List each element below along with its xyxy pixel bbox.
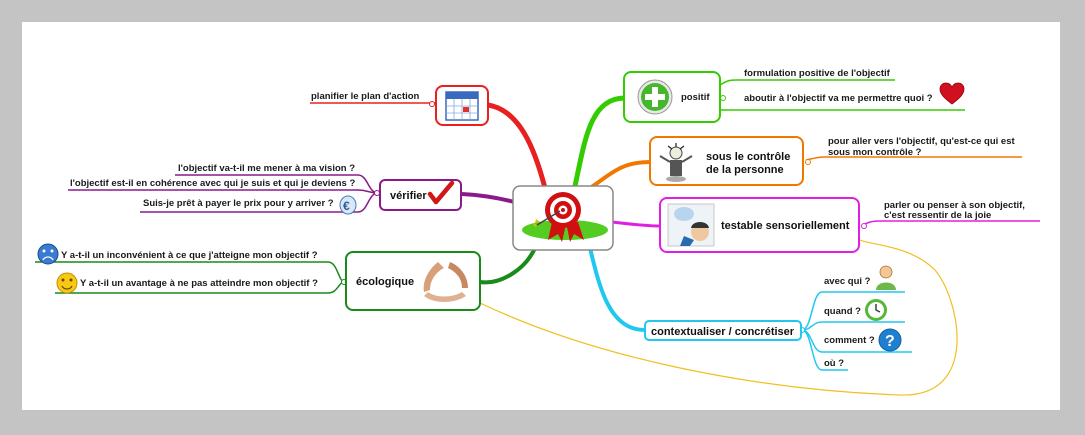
verifier-child-3[interactable]: Suis-je prêt à payer le prix pour y arri… [143,198,334,209]
calendar-icon [445,91,479,121]
node-positif[interactable]: positif [623,71,721,123]
connector-sensoriel [611,220,661,228]
positif-child-1[interactable]: formulation positive de l'objectif [744,68,891,79]
question-icon: ? [878,328,902,352]
target-rosette-icon [522,192,608,242]
thinking-person-icon [667,203,715,247]
verifier-child-1[interactable]: l'objectif va-t-il me mener à ma vision … [178,163,355,174]
planifier-label[interactable]: planifier le plan d'action [311,91,420,102]
contexte-child-4[interactable]: où ? [824,358,844,369]
node-controle-label-2: de la personne [706,164,784,176]
ecologique-child-2[interactable]: Y a-t-il un avantage à ne pas atteindre … [80,278,318,289]
verifier-child-2[interactable]: l'objectif est-il en cohérence avec qui … [70,178,355,189]
green-plus-icon [637,79,673,115]
sensoriel-child-line-1[interactable]: parler ou penser à son objectif, [884,200,1025,211]
joined-hands-icon [423,262,468,302]
checkmark-icon [427,180,455,205]
node-controle-label-1: sous le contrôle [706,151,790,163]
controle-child-line-1[interactable]: pour aller vers l'objectif, qu'est-ce qu… [828,136,1015,147]
node-contexte-label: contextualiser / concrétiser [651,326,795,338]
contexte-child-1[interactable]: avec qui ? [824,276,871,287]
connector-ecologique [479,247,537,285]
sensoriel-child-line-2[interactable]: c'est ressentir de la joie [884,210,991,221]
contexte-child-2[interactable]: quand ? [824,306,861,317]
mindmap-canvas: positif formulation positive de l'object… [22,22,1060,410]
center-node[interactable] [512,185,614,251]
contexte-child-3[interactable]: comment ? [824,335,875,346]
node-positif-label: positif [681,92,710,103]
connector-verifier [461,192,519,205]
connector-contexte [588,247,646,332]
connector-planifier [487,102,548,189]
heart-icon [939,82,965,105]
node-ecologique[interactable]: écologique [345,251,481,311]
cross-link [479,239,958,396]
node-contexte[interactable]: contextualiser / concrétiser [644,320,802,341]
mindmap-diagram: positif formulation positive de l'object… [35,68,1040,396]
node-controle[interactable]: sous le contrôle de la personne [649,136,804,186]
node-sensoriel[interactable]: testable sensoriellement [659,197,860,253]
stressed-person-icon [659,143,693,182]
euro-icon: € [339,195,357,215]
node-ecologique-label: écologique [356,276,414,288]
svg-text:?: ? [885,333,895,350]
smile-face-icon [56,272,78,294]
ecologique-child-1[interactable]: Y a-t-il un inconvénient à ce que j'atte… [61,250,318,261]
node-verifier[interactable]: vérifier [379,179,462,211]
connector-controle [588,160,651,190]
person-icon [876,265,896,290]
node-planifier[interactable] [435,85,489,126]
clock-icon [865,299,887,321]
node-verifier-label: vérifier [390,190,427,202]
connector-positif [572,95,626,187]
svg-text:€: € [343,199,350,213]
positif-child-2[interactable]: aboutir à l'objectif va me permettre quo… [744,93,933,104]
sad-face-icon [37,243,59,265]
node-sensoriel-label: testable sensoriellement [721,220,850,232]
controle-child-line-2[interactable]: sous mon contrôle ? [828,147,922,158]
